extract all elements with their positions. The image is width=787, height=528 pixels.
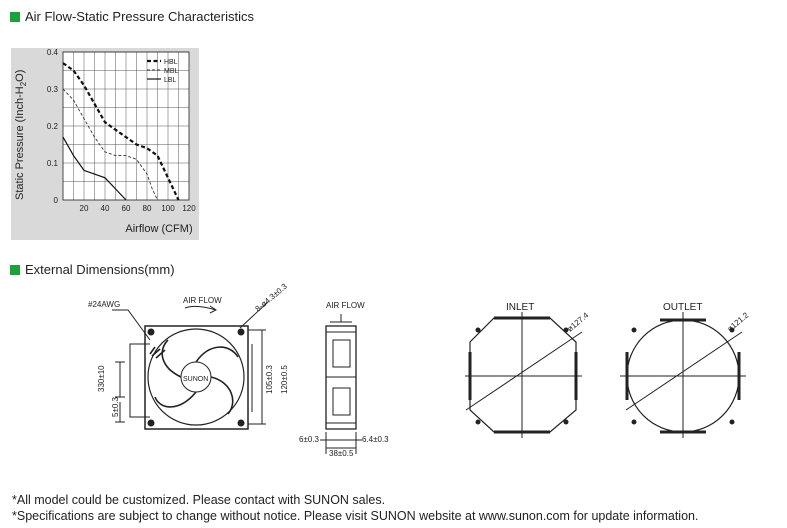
legend-label-hbl: HBL: [164, 59, 178, 66]
dim-64-label: 6.4±0.3: [362, 435, 389, 444]
fan-front-view: [112, 301, 269, 430]
x-tick-label: 20: [80, 204, 89, 213]
brand-label: SUNON: [183, 376, 208, 383]
dim-5-label: 5±0.3: [111, 396, 120, 417]
inlet-diameter-label: ø127.4: [566, 310, 591, 333]
series-line-mbl: [62, 88, 158, 201]
dimensions-drawing: #24AWG AIR FLOW 8-ø4.3±0.3 SUNON 330±10 …: [88, 282, 751, 458]
green-square-icon: [10, 11, 20, 22]
air-flow-label-side: AIR FLOW: [326, 301, 365, 310]
y-tick-label: 0: [54, 196, 59, 205]
footer-note-2: *Specifications are subject to change wi…: [12, 509, 699, 523]
outlet-diameter-label: ø121.2: [726, 310, 751, 333]
chart-section-title-text: Air Flow-Static Pressure Characteristics: [25, 9, 254, 24]
fan-side-view: [320, 314, 362, 454]
inlet-label: INLET: [506, 302, 534, 313]
outlet-label: OUTLET: [663, 302, 702, 313]
y-tick-label: 0.1: [47, 159, 59, 168]
outlet-view: [620, 312, 746, 438]
dimensions-section-title-text: External Dimensions(mm): [25, 262, 175, 277]
pressure-chart: 20 40 60 80 100 120 0 0.1 0.2 0.3 0.4 HBL MBL LBL Ai…: [14, 48, 196, 235]
x-tick-label: 100: [161, 204, 175, 213]
dim-330-label: 330±10: [97, 365, 106, 392]
y-tick-label: 0.2: [47, 122, 59, 131]
chart-panel: 20 40 60 80 100 120 0 0.1 0.2 0.3 0.4 HBL MBL LBL Ai…: [11, 48, 199, 240]
dim-105-label: 105±0.3: [265, 365, 274, 394]
dimensions-section-title: External Dimensions(mm): [10, 262, 175, 277]
y-tick-label: 0.4: [47, 48, 59, 57]
x-tick-label: 120: [182, 204, 196, 213]
legend-label-mbl: MBL: [164, 68, 179, 75]
green-square-icon: [10, 264, 20, 275]
wire-label: #24AWG: [88, 300, 120, 309]
x-tick-label: 60: [122, 204, 131, 213]
y-tick-label: 0.3: [47, 85, 59, 94]
x-tick-label: 80: [143, 204, 152, 213]
y-axis-label: Static Pressure (Inch-H2O): [14, 70, 28, 200]
air-flow-label-front: AIR FLOW: [183, 296, 222, 305]
dim-6-label: 6±0.3: [299, 435, 320, 444]
inlet-view: [465, 312, 583, 438]
holes-label: 8-ø4.3±0.3: [254, 282, 290, 314]
x-tick-label: 40: [101, 204, 110, 213]
series-line-lbl: [62, 136, 127, 201]
legend-label-lbl: LBL: [164, 77, 177, 84]
dim-38-label: 38±0.5: [329, 449, 354, 458]
series-line-hbl: [62, 62, 180, 201]
dim-120-label: 120±0.5: [280, 365, 289, 394]
chart-section-title: Air Flow-Static Pressure Characteristics: [10, 9, 254, 24]
x-axis-label: Airflow (CFM): [125, 223, 192, 235]
footer-note-1: *All model could be customized. Please c…: [12, 493, 386, 507]
